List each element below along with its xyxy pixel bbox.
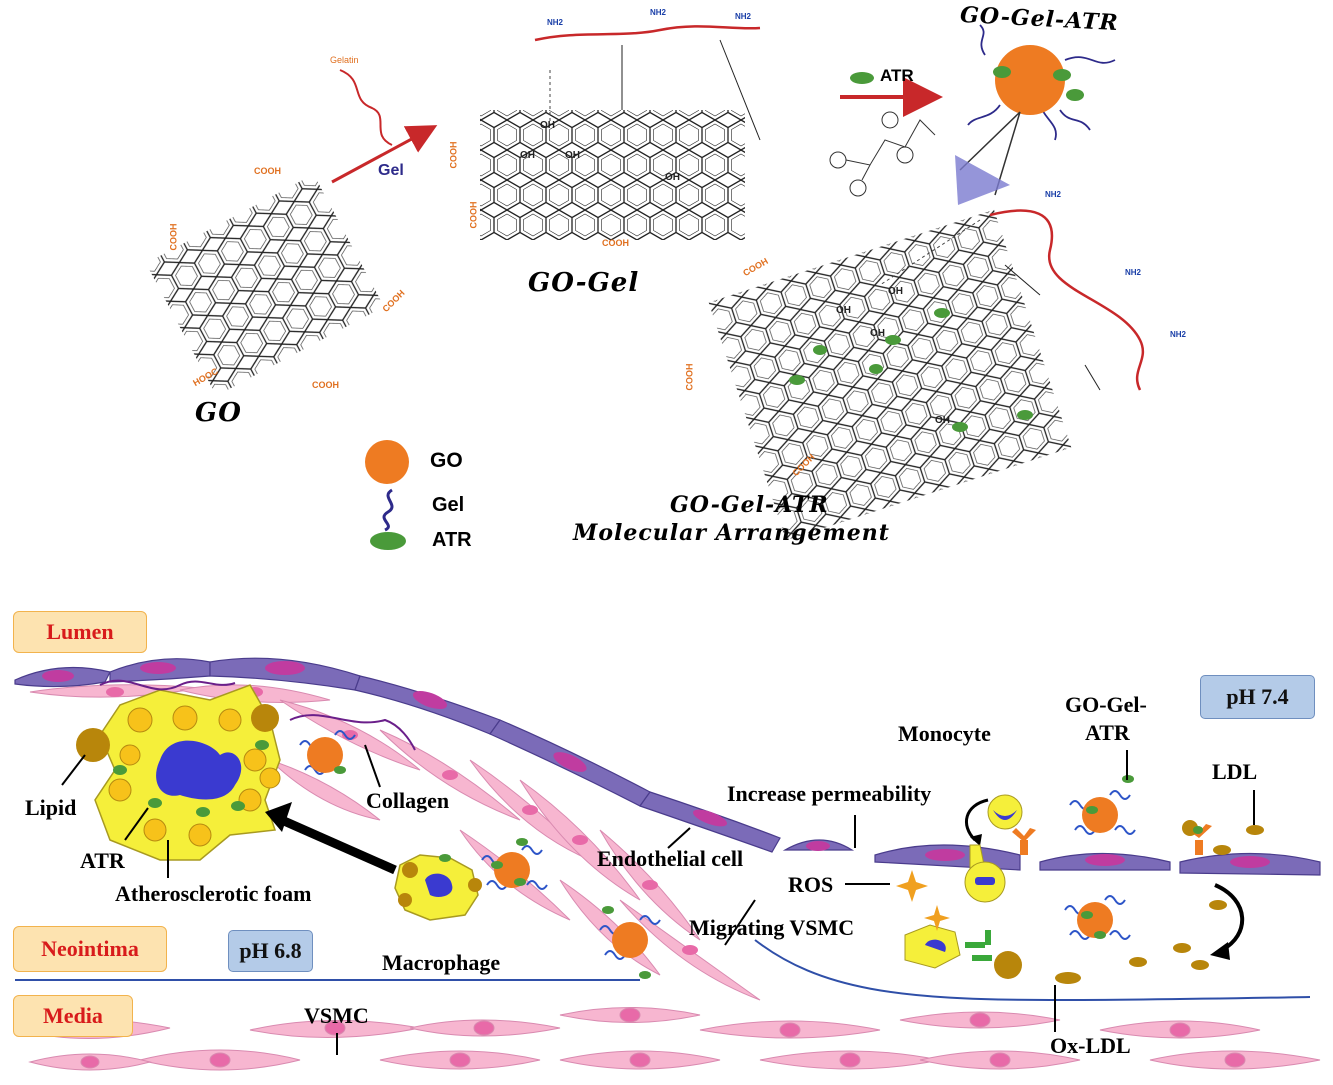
arrangement-title-line1: GO-Gel-ATR xyxy=(670,492,829,518)
ox-ldl-label: Ox-LDL xyxy=(1050,1033,1131,1058)
go-label: GO xyxy=(195,398,242,428)
vsmc-label: VSMC xyxy=(304,1003,369,1028)
atr-legend-dot-top xyxy=(850,72,874,84)
collagen-fiber xyxy=(289,714,416,751)
nh2-label: NH2 xyxy=(1125,268,1142,277)
nh2-label: NH2 xyxy=(1170,330,1187,339)
atr-molecule xyxy=(829,111,936,197)
legend-gel-swatch xyxy=(382,488,394,532)
ph-low-badge: pH 6.8 xyxy=(228,930,313,972)
legend-atr-label: ATR xyxy=(432,529,472,551)
ldl-label: LDL xyxy=(1212,759,1258,784)
cooh-label: COOH xyxy=(448,141,459,169)
go-gel-chain xyxy=(534,25,761,42)
gelatin-chain xyxy=(339,69,393,146)
oh-label: OH xyxy=(565,150,580,161)
go-gel-label: GO-Gel xyxy=(528,268,640,298)
permeability-label: Increase permeability xyxy=(727,781,932,806)
oh-label: OH xyxy=(836,305,851,316)
nh2-label: NH2 xyxy=(1045,190,1062,199)
oh-label: OH xyxy=(520,150,535,161)
region-media: Media xyxy=(13,995,133,1037)
go-gel-atr-particle xyxy=(967,24,1116,141)
lipid-label: Lipid xyxy=(25,795,77,820)
macrophage-label: Macrophage xyxy=(382,950,501,975)
atr-step-label: ATR xyxy=(880,66,914,85)
go-gel-sheet xyxy=(480,110,745,240)
atr-label: ATR xyxy=(80,848,125,873)
monocyte xyxy=(964,794,1023,903)
ros-label: ROS xyxy=(788,872,834,897)
legend-gel-label: Gel xyxy=(432,494,465,516)
endothelial-label: Endothelial cell xyxy=(597,846,744,871)
ldl-particles xyxy=(1055,820,1264,984)
activated-macrophage xyxy=(904,924,1022,979)
ph-high-badge: pH 7.4 xyxy=(1200,675,1315,719)
collagen-fiber xyxy=(99,679,236,691)
ros-stars xyxy=(896,870,950,931)
nanoparticles xyxy=(299,730,1136,979)
monocyte-label: Monocyte xyxy=(898,721,991,746)
macrophage xyxy=(394,854,482,921)
cooh-label: COOH xyxy=(312,380,339,390)
foam-cell xyxy=(94,684,281,861)
cooh-label: COOH xyxy=(468,201,479,229)
region-neointima: Neointima xyxy=(13,926,167,972)
zoom-triangle xyxy=(955,155,1010,205)
endothelial-nuclei xyxy=(42,661,1270,868)
cooh-label: COOH xyxy=(168,223,179,251)
collagen-label: Collagen xyxy=(366,788,450,813)
media-boundary xyxy=(754,939,1311,1002)
arrangement-title-line2: Molecular Arrangement xyxy=(573,520,890,546)
atr-dots xyxy=(789,308,1033,432)
cooh-label: COOH xyxy=(602,238,629,248)
legend-go-label: GO xyxy=(430,449,463,472)
media-vsmc-cells xyxy=(18,1007,1321,1071)
oh-label: OH xyxy=(540,120,555,131)
label-leaders xyxy=(61,744,1255,1055)
oxidation-arrow xyxy=(1214,883,1245,952)
oh-label: OH xyxy=(935,415,950,426)
cooh-label: COOH xyxy=(684,363,695,391)
oh-label: OH xyxy=(888,286,903,297)
receptors xyxy=(1012,824,1212,855)
lipid-droplet xyxy=(76,728,110,762)
migrating-vsmc-label: Migrating VSMC xyxy=(689,915,855,940)
gel-arrow xyxy=(331,125,438,184)
cooh-label: COOH xyxy=(254,166,281,176)
lipid-droplet xyxy=(251,704,279,732)
nh2-label: NH2 xyxy=(650,8,667,17)
go-gel-atr-sheet xyxy=(708,209,1072,541)
gel-step-label: Gel xyxy=(378,162,404,179)
go-gel-atr-label-line1: GO-Gel- xyxy=(1065,692,1147,717)
oh-label: OH xyxy=(870,328,885,339)
oh-label: OH xyxy=(665,172,680,183)
go-gel-atr-label-line2: ATR xyxy=(1085,720,1130,745)
nh2-label: NH2 xyxy=(735,12,752,21)
macrophage-to-foam-arrow xyxy=(273,812,397,875)
legend-go-swatch xyxy=(365,440,409,484)
nh2-label: NH2 xyxy=(547,18,564,27)
go-sheet xyxy=(145,174,385,396)
foam-label: Atherosclerotic foam xyxy=(115,881,312,906)
atr-gel-chain xyxy=(989,209,1145,391)
gelatin-label: Gelatin xyxy=(330,55,359,65)
region-lumen: Lumen xyxy=(13,611,147,653)
legend-atr-swatch xyxy=(370,532,406,550)
